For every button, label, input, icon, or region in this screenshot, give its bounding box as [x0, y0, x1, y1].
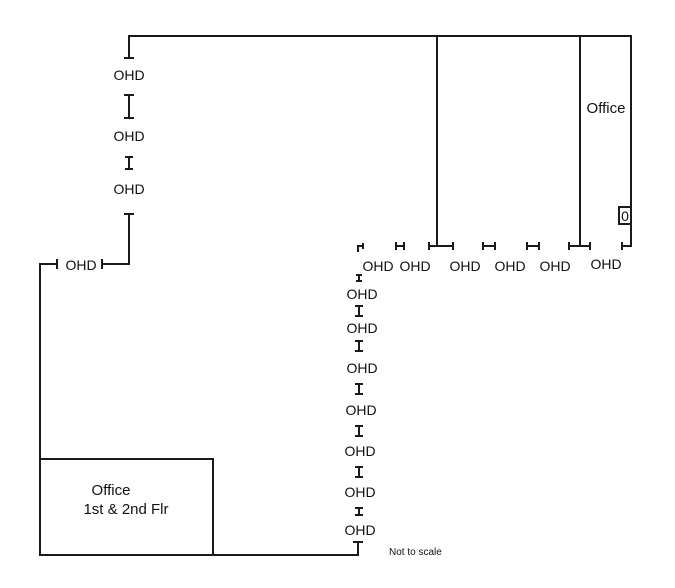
office-bottom-left-label-line1: Office: [92, 482, 131, 499]
door-label: OHD: [399, 258, 430, 274]
door-label: OHD: [344, 443, 375, 459]
door-jamb-icon: [568, 242, 591, 250]
left-horizontal-door: OHD: [56, 257, 103, 273]
door-label: OHD: [590, 256, 621, 272]
top-row-doors: OHD OHD OHD OHD OHD OHD: [357, 242, 623, 274]
door-jamb-icon: [526, 242, 540, 250]
door-label: OHD: [362, 258, 393, 274]
door-jamb-icon: [355, 383, 363, 395]
door-label: OHD: [113, 181, 144, 197]
door-jamb-icon: [357, 243, 364, 252]
door-jamb-icon: [482, 242, 496, 250]
door-label: OHD: [113, 128, 144, 144]
door-label: OHD: [346, 286, 377, 302]
door-label: OHD: [345, 402, 376, 418]
left-column-doors: OHD OHD OHD: [113, 57, 145, 215]
door-label: OHD: [346, 320, 377, 336]
door-jamb-icon: [355, 340, 363, 352]
door-jamb-icon: [395, 242, 405, 250]
door-jamb-icon: [355, 507, 363, 516]
door-label: OHD: [344, 522, 375, 538]
door-label: OHD: [113, 67, 144, 83]
office-bottom-left-label-line2: 1st & 2nd Flr: [83, 501, 168, 518]
not-to-scale-note: Not to scale: [389, 547, 442, 558]
door-label: OHD: [539, 258, 570, 274]
small-box: [618, 206, 632, 225]
office-top-right-room: Office 0: [587, 100, 632, 225]
door-jamb-icon: [355, 466, 363, 478]
office-bottom-left-room: Office 1st & 2nd Flr: [39, 458, 214, 556]
door-jamb-icon: [124, 94, 134, 119]
door-jamb-icon: [355, 425, 363, 437]
door-jamb-icon: [428, 242, 454, 250]
left-lower-wall: [101, 213, 130, 265]
door-jamb-icon: [355, 305, 363, 317]
door-jamb-icon: [356, 274, 362, 282]
door-jamb-icon: [125, 156, 133, 170]
door-label: OHD: [494, 258, 525, 274]
door-label: OHD: [449, 258, 480, 274]
small-box-label: 0: [621, 208, 629, 224]
middle-column-doors: OHD OHD OHD OHD OHD OHD OHD: [344, 274, 378, 543]
office-bottom-left-outline: [39, 458, 214, 556]
office-top-right-label: Office: [587, 100, 626, 117]
door-label: OHD: [344, 484, 375, 500]
door-label: OHD: [65, 257, 96, 273]
door-label: OHD: [346, 360, 377, 376]
